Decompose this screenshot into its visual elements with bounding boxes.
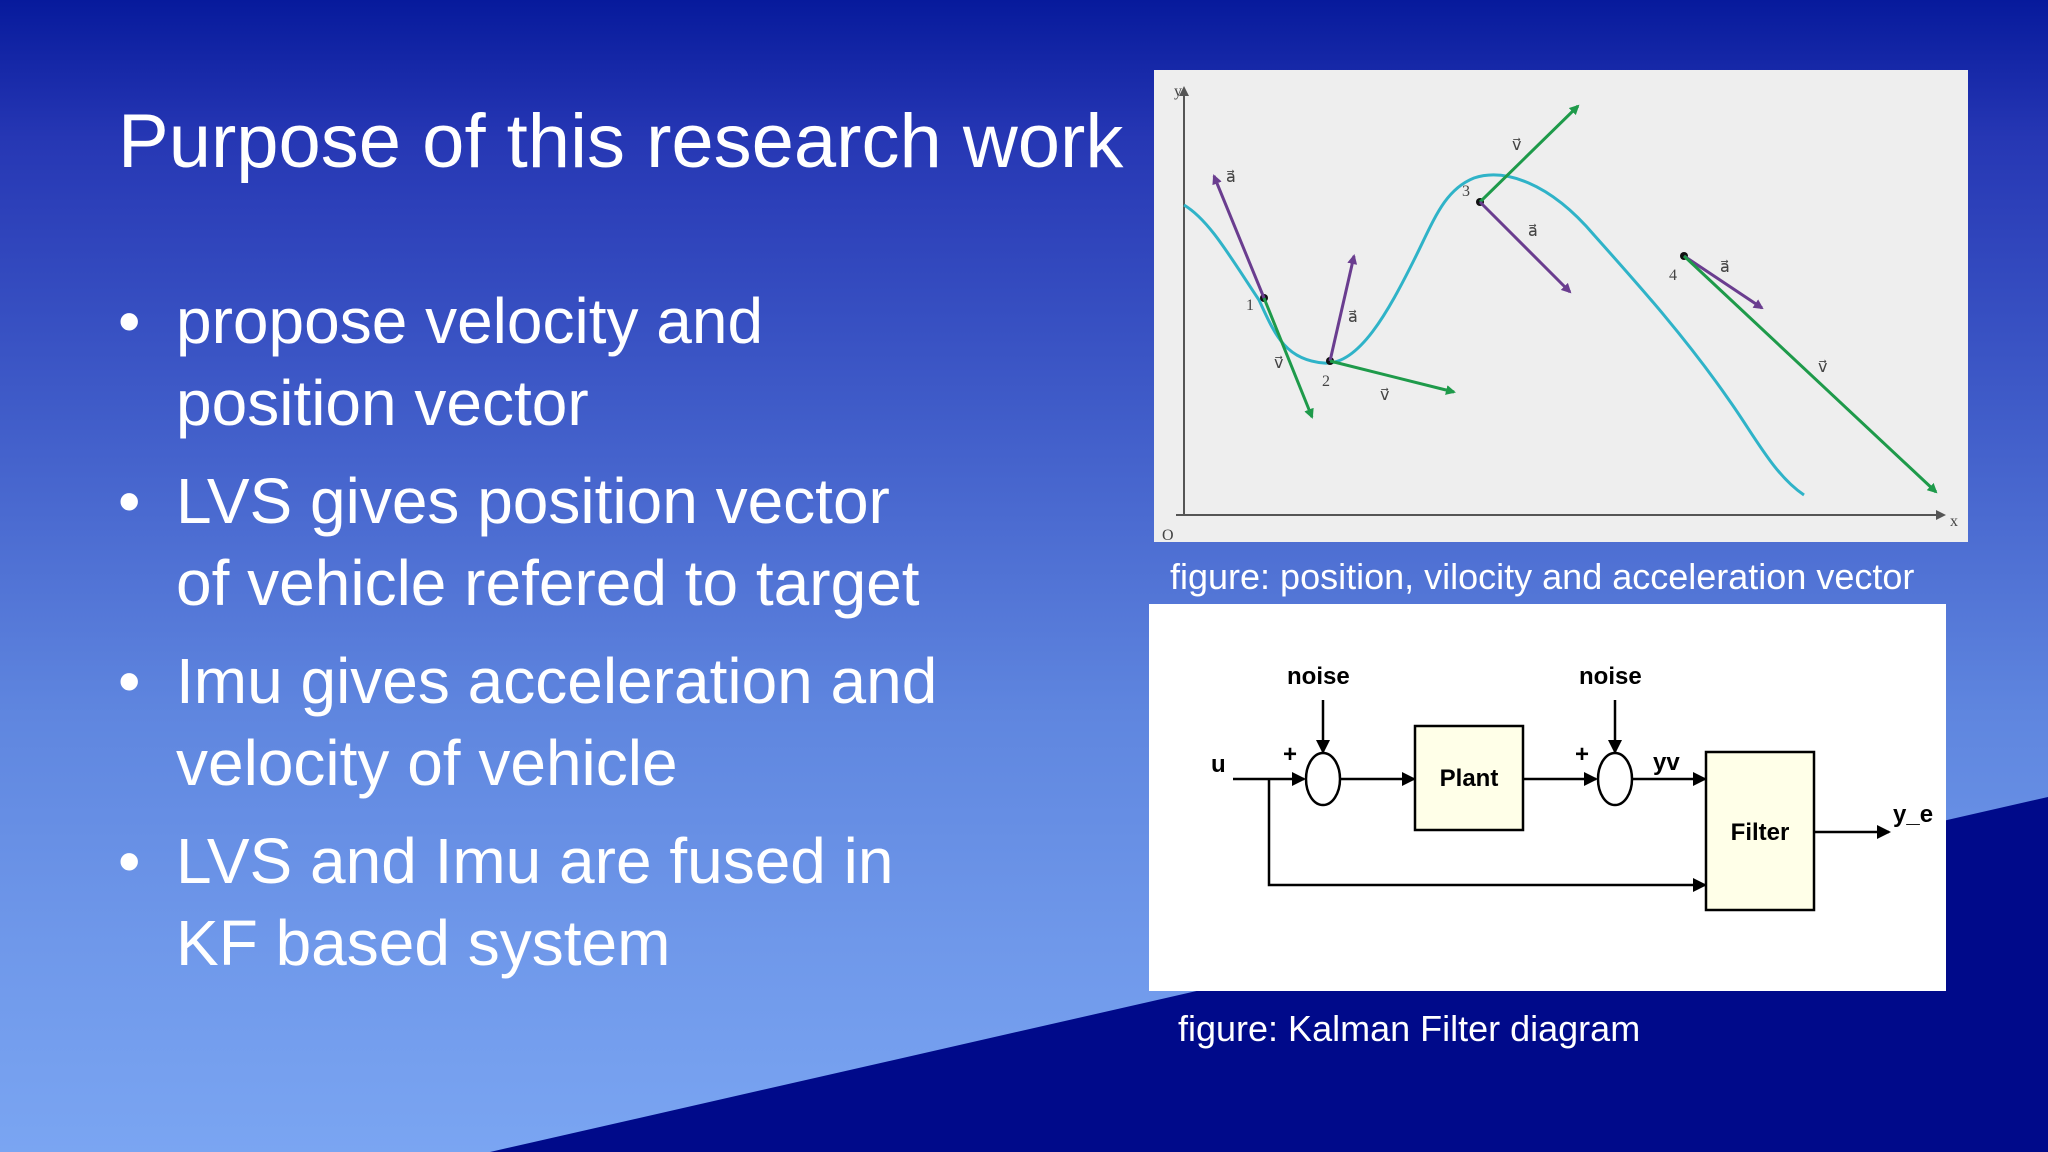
y-axis-label: y xyxy=(1174,83,1182,100)
figure-caption-kalman: figure: Kalman Filter diagram xyxy=(1178,1008,1641,1049)
filter-block xyxy=(1704,750,1816,912)
bullet-line: LVS and Imu are fused in xyxy=(176,825,894,897)
bullet-item: • Imu gives acceleration and velocity of… xyxy=(118,640,1098,804)
yv-label: yv xyxy=(1653,749,1680,776)
noise-label-2: noise xyxy=(1579,663,1642,690)
feedforward-path xyxy=(1267,779,1707,892)
acceleration-label-3: a⃗ xyxy=(1528,223,1538,240)
velocity-label-4: v⃗ xyxy=(1818,359,1827,376)
bullet-line: propose velocity and xyxy=(176,285,764,357)
plus-sign-2: + xyxy=(1575,741,1589,768)
velocity-vector-1 xyxy=(1262,297,1314,419)
bullet-item: • propose velocity and position vector xyxy=(118,280,1098,444)
plant-block xyxy=(1413,724,1525,832)
x-axis-label: x xyxy=(1950,513,1958,530)
input-label: u xyxy=(1211,751,1226,778)
bullet-item: • LVS gives position vector of vehicle r… xyxy=(118,460,1098,624)
bullet-line: of vehicle refered to target xyxy=(176,547,920,619)
kalman-diagram-svg: noise noise u + Plant + yv Filter y_e xyxy=(1211,663,1933,912)
acceleration-label-2: a⃗ xyxy=(1348,309,1358,326)
velocity-vector-2 xyxy=(1329,359,1456,395)
summing-junction-1 xyxy=(1304,751,1342,807)
velocity-label-2: v⃗ xyxy=(1380,387,1389,404)
point-label-1: 1 xyxy=(1246,297,1254,314)
bullet-dot: • xyxy=(118,465,141,537)
acceleration-vector-3 xyxy=(1478,200,1572,294)
kalman-diagram: noise noise u + Plant + yv Filter y_e xyxy=(1149,604,1946,991)
bullet-line: LVS gives position vector xyxy=(176,465,890,537)
velocity-vector-3 xyxy=(1478,104,1580,204)
point-label-2: 2 xyxy=(1322,373,1330,390)
output-label: y_e xyxy=(1893,801,1933,828)
point-label-4: 4 xyxy=(1669,267,1677,284)
bullet-line: position vector xyxy=(176,367,589,439)
acceleration-label-1: a⃗ xyxy=(1226,169,1236,186)
filter-label: Filter xyxy=(1731,819,1790,846)
bullet-line: Imu gives acceleration and xyxy=(176,645,938,717)
velocity-vector-4 xyxy=(1682,254,1938,494)
vector-figure: y x O 1 a⃗ v⃗ 2 a⃗ v⃗ 3 v⃗ a⃗ xyxy=(1154,70,1968,544)
acceleration-vector-1 xyxy=(1212,174,1266,299)
point-label-3: 3 xyxy=(1462,183,1470,200)
bullet-line: velocity of vehicle xyxy=(176,727,678,799)
velocity-label-3: v⃗ xyxy=(1512,137,1521,154)
velocity-label-1: v⃗ xyxy=(1274,355,1283,372)
acceleration-vector-4 xyxy=(1683,254,1764,310)
bullet-dot: • xyxy=(118,285,141,357)
summing-junction-2 xyxy=(1596,751,1634,807)
vector-figure-svg: y x O 1 a⃗ v⃗ 2 a⃗ v⃗ 3 v⃗ a⃗ xyxy=(1162,83,1958,544)
plant-label: Plant xyxy=(1440,765,1499,792)
trajectory-curve xyxy=(1183,173,1805,497)
slide-title: Purpose of this research work xyxy=(118,99,1124,184)
bullet-dot: • xyxy=(118,825,141,897)
origin-label: O xyxy=(1162,527,1174,542)
noise-label-1: noise xyxy=(1287,663,1350,690)
plus-sign-1: + xyxy=(1283,741,1297,768)
bullet-item: • LVS and Imu are fused in KF based syst… xyxy=(118,820,1098,984)
bullet-dot: • xyxy=(118,645,141,717)
bullet-line: KF based system xyxy=(176,907,671,979)
acceleration-vector-2 xyxy=(1328,254,1358,362)
figure-caption-vectors: figure: position, vilocity and accelerat… xyxy=(1170,556,1915,597)
acceleration-label-4: a⃗ xyxy=(1720,259,1730,276)
bullet-list: • propose velocity and position vector •… xyxy=(118,280,1098,1000)
